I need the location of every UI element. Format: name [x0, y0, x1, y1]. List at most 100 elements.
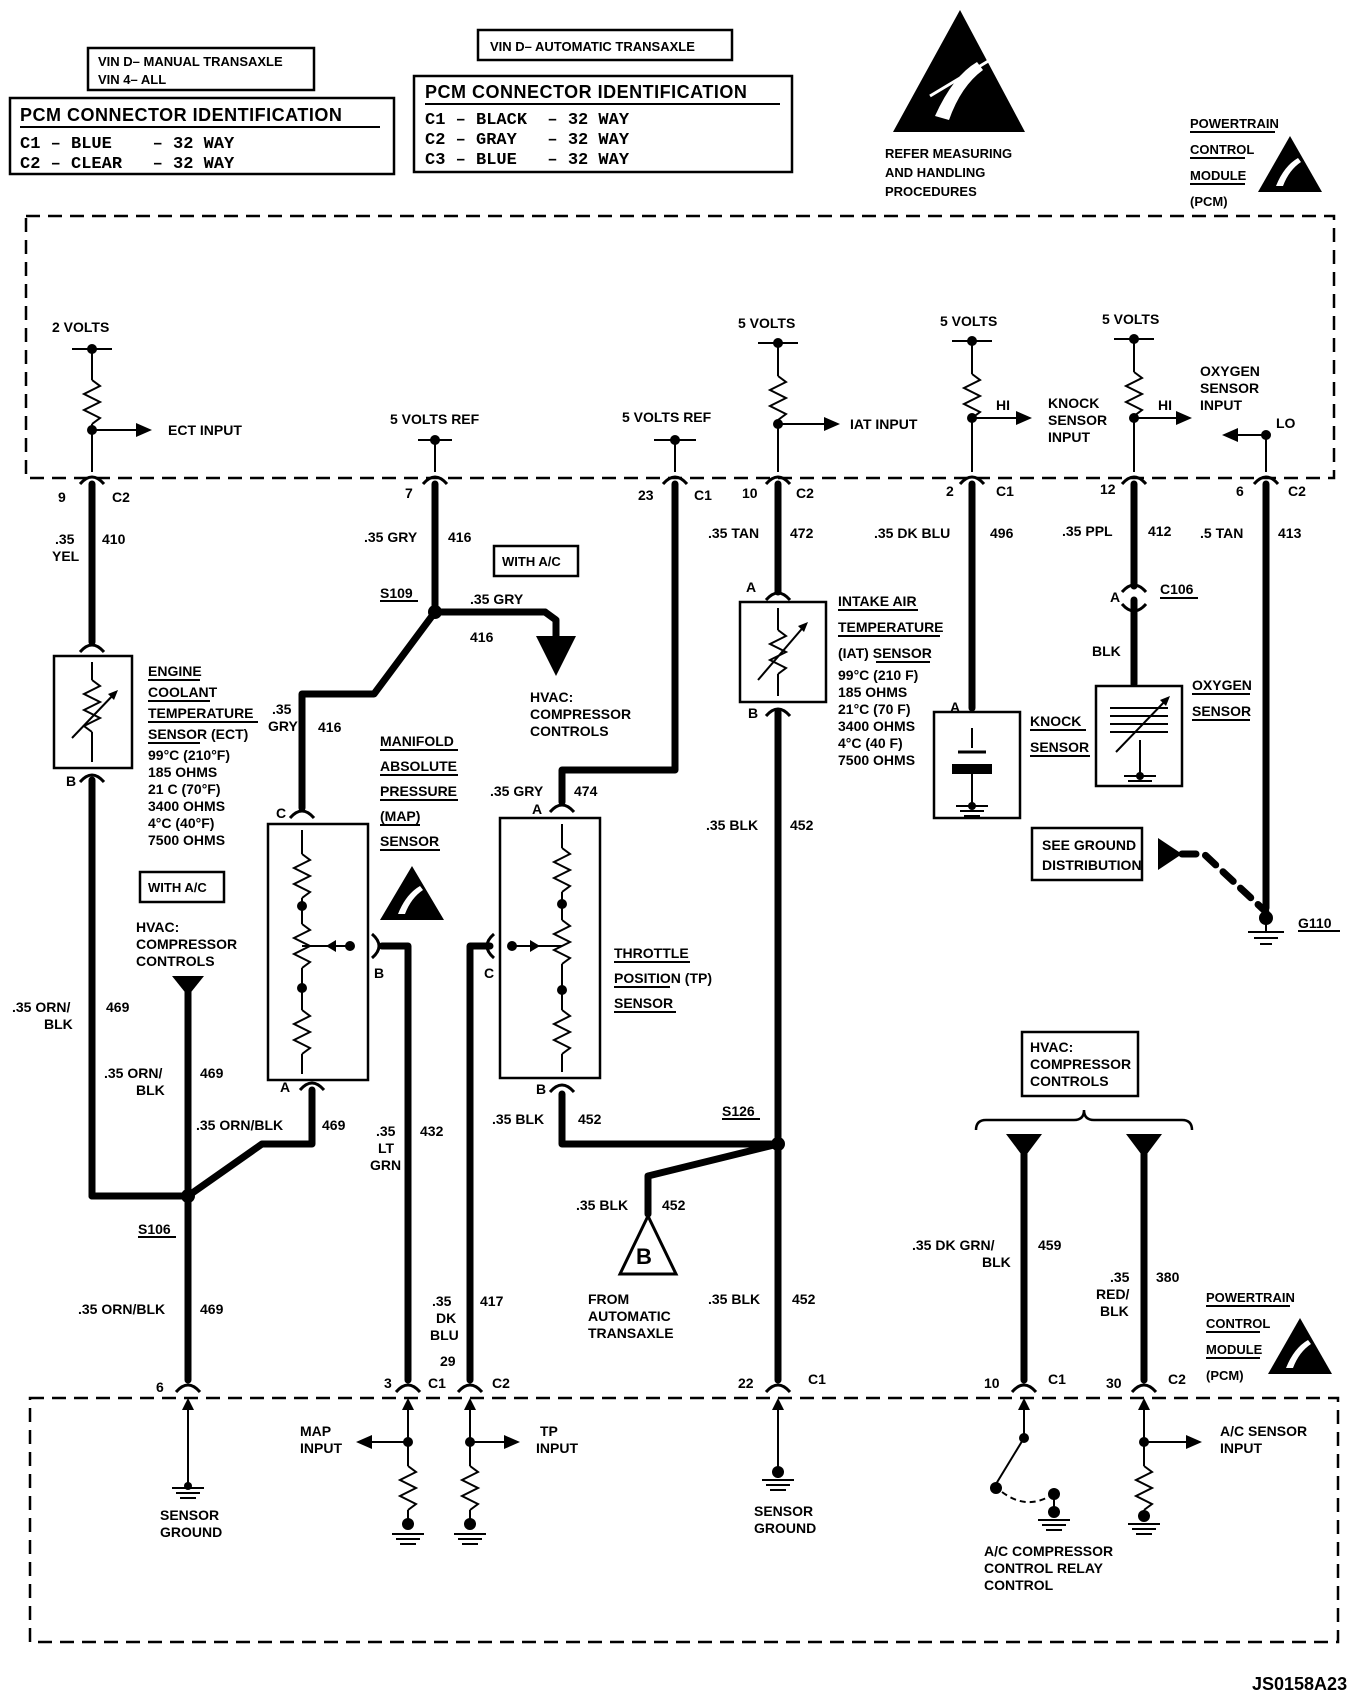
- hvac1-line3: CONTROLS: [530, 723, 609, 739]
- pcm-map-input: MAP INPUT: [300, 1398, 424, 1545]
- pcm-o2-circuit: 5 VOLTS HI OXYGEN SENSOR INPUT LO: [1102, 311, 1296, 472]
- o2-name-2: SENSOR: [1192, 703, 1251, 719]
- pin-bottom-22-conn: C1: [808, 1371, 826, 1387]
- g110-label: G110: [1298, 915, 1332, 931]
- iat-spec-6: 7500 OHMS: [838, 752, 915, 768]
- w496-circuit: 496: [990, 525, 1014, 541]
- o2-blk-text: BLK: [1092, 643, 1121, 659]
- w416c-circuit: 416: [318, 719, 342, 735]
- tp-name-1: THROTTLE: [614, 945, 689, 961]
- tp-sensor: A C B THROTTLE POSITION (TP) SENSOR: [484, 801, 712, 1097]
- w459-size-1: .35 DK GRN/: [912, 1237, 995, 1253]
- ect-spec-5: 4°C (40°F): [148, 815, 214, 831]
- sensor-ground1-1: SENSOR: [160, 1507, 219, 1523]
- o2-input-3: INPUT: [1200, 397, 1242, 413]
- iat-spec-4: 3400 OHMS: [838, 718, 915, 734]
- pcm-id-left: PCM CONNECTOR IDENTIFICATION C1 – BLUE –…: [8, 96, 396, 176]
- pin-bottom-29: 29: [440, 1353, 456, 1369]
- pcm-label-bottom-2: CONTROL: [1206, 1316, 1270, 1331]
- w459-circuit: 459: [1038, 1237, 1062, 1253]
- w380-size-3: BLK: [1100, 1303, 1129, 1319]
- o2-name-1: OXYGEN: [1192, 677, 1252, 693]
- w452c-size: .35 BLK: [576, 1197, 628, 1213]
- map-sensor: C B A MANIFOLD ABSOLUTE PRESSURE (MAP) S…: [266, 733, 458, 1095]
- w432-size-1: .35: [376, 1123, 396, 1139]
- w380-circuit: 380: [1156, 1269, 1180, 1285]
- w380-size-2: RED/: [1096, 1286, 1130, 1302]
- w452c-circuit: 452: [662, 1197, 686, 1213]
- bottom-pins: [174, 1383, 1158, 1394]
- pcm-id-right-row1: C1 – BLACK – 32 WAY: [425, 111, 630, 130]
- pin-top-7: 7: [405, 485, 413, 501]
- w452b-size: .35 BLK: [492, 1111, 544, 1127]
- pin-bottom-3: 3: [384, 1375, 392, 1391]
- iat-pin-a: A: [746, 579, 756, 595]
- sensor-ground2-2: GROUND: [754, 1520, 816, 1536]
- map-name-4: (MAP): [380, 808, 420, 824]
- tp-name-2: POSITION (TP): [614, 970, 712, 986]
- w417-size-2: DK: [436, 1310, 456, 1326]
- iat-input-label: IAT INPUT: [850, 416, 918, 432]
- map-pin-c: C: [276, 805, 286, 821]
- pin-top-6-conn: C2: [1288, 483, 1306, 499]
- pin-top-10-conn: C2: [796, 485, 814, 501]
- tp-pin-b: B: [536, 1081, 546, 1097]
- lo-label: LO: [1276, 415, 1296, 431]
- esd-note-2: AND HANDLING: [885, 165, 985, 180]
- from-auto-3: TRANSAXLE: [588, 1325, 674, 1341]
- w469d-size: .35 ORN/BLK: [78, 1301, 165, 1317]
- pin-bottom-3-conn: C1: [428, 1375, 446, 1391]
- v5-iat-label: 5 VOLTS: [738, 315, 795, 331]
- pin-bottom-10-conn: C1: [1048, 1371, 1066, 1387]
- ect-name-2: COOLANT: [148, 684, 218, 700]
- w417-size-1: .35: [432, 1293, 452, 1309]
- w452a-size: .35 BLK: [706, 817, 758, 833]
- w410-size-1: .35: [55, 531, 75, 547]
- hvac2-line2: COMPRESSOR: [136, 936, 237, 952]
- tp-pin-a: A: [532, 801, 542, 817]
- pcm-ect-circuit: 2 VOLTS ECT INPUT: [52, 319, 242, 472]
- w410-circuit: 410: [102, 531, 126, 547]
- knock-pin-a: A: [950, 699, 960, 715]
- w469a-size-2: BLK: [44, 1016, 73, 1032]
- pcm-id-left-row2: C2 – CLEAR – 32 WAY: [20, 155, 235, 174]
- pin-bottom-30: 30: [1106, 1375, 1122, 1391]
- ref2-label: 5 VOLTS REF: [622, 409, 712, 425]
- splice-s106-label: S106: [138, 1221, 171, 1237]
- w410-size-2: YEL: [52, 548, 80, 564]
- ect-spec-4: 3400 OHMS: [148, 798, 225, 814]
- w432-size-3: GRN: [370, 1157, 401, 1173]
- w472-circuit: 472: [790, 525, 814, 541]
- c106-label: C106: [1160, 581, 1194, 597]
- ref1-label: 5 VOLTS REF: [390, 411, 480, 427]
- ac-input-2: INPUT: [1220, 1440, 1262, 1456]
- tp-pin-c: C: [484, 965, 494, 981]
- hvac3-line1: HVAC:: [1030, 1039, 1073, 1055]
- pcm-label-top-3: MODULE: [1190, 168, 1247, 183]
- relay-1: A/C COMPRESSOR: [984, 1543, 1113, 1559]
- vin-manual-box: VIN D– MANUAL TRANSAXLE VIN 4– ALL: [86, 46, 316, 92]
- esd-note-1: REFER MEASURING: [885, 146, 1012, 161]
- pcm-ac-relay: A/C COMPRESSOR CONTROL RELAY CONTROL: [984, 1398, 1113, 1593]
- ect-pin-b: B: [66, 773, 76, 789]
- w417-circuit: 417: [480, 1293, 504, 1309]
- with-ac-2: WITH A/C: [148, 880, 207, 895]
- o2-input-1: OXYGEN: [1200, 363, 1260, 379]
- hvac2-line3: CONTROLS: [136, 953, 215, 969]
- wires: [88, 480, 1270, 1384]
- w413-size: .5 TAN: [1200, 525, 1243, 541]
- pcm-knock-circuit: 5 VOLTS HI KNOCK SENSOR INPUT: [940, 313, 1107, 472]
- pcm-id-right-title: PCM CONNECTOR IDENTIFICATION: [425, 82, 747, 102]
- esd-small-icon-top: [1258, 136, 1322, 192]
- w452a-circuit: 452: [790, 817, 814, 833]
- w474-size: .35 GRY: [490, 783, 544, 799]
- pcm-sensor-ground-1: SENSOR GROUND: [160, 1398, 222, 1540]
- w452b-circuit: 452: [578, 1111, 602, 1127]
- knock-name-1: KNOCK: [1030, 713, 1081, 729]
- splices: S109 S106 S126: [138, 585, 785, 1238]
- tp-input-1: TP: [540, 1423, 558, 1439]
- iat-spec-5: 4°C (40 F): [838, 735, 903, 751]
- ect-sensor: B ENGINE COOLANT TEMPERATURE SENSOR (ECT…: [52, 643, 258, 848]
- o2-input-2: SENSOR: [1200, 380, 1259, 396]
